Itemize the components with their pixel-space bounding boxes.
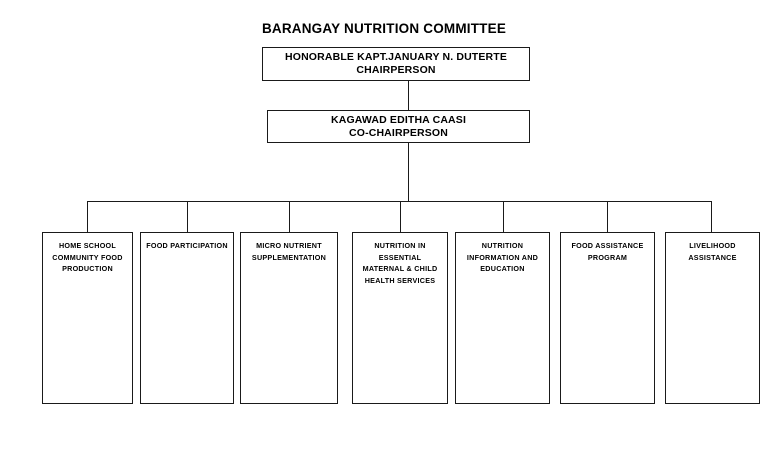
connector-drop-unit-4 — [503, 201, 505, 232]
page-title: BARANGAY NUTRITION COMMITTEE — [261, 21, 507, 36]
org-node-unit-label: NUTRITION INFORMATION AND EDUCATION — [466, 241, 539, 273]
connector-drop-unit-6 — [711, 201, 713, 232]
connector-drop-unit-3 — [400, 201, 402, 232]
org-node-livelihood-assistance: LIVELIHOOD ASSISTANCE — [665, 232, 760, 404]
connector-drop-unit-2 — [289, 201, 291, 232]
org-node-food-participation: FOOD PARTICIPATION — [140, 232, 234, 404]
connector-horizontal-bus — [87, 201, 712, 203]
org-node-unit-label: LIVELIHOOD ASSISTANCE — [688, 241, 737, 262]
org-node-chairperson: HONORABLE KAPT.JANUARY N. DUTERTE CHAIRP… — [262, 47, 530, 81]
org-node-unit-label: NUTRITION IN ESSENTIAL MATERNAL & CHILD … — [362, 241, 438, 285]
org-node-unit-label: HOME SCHOOL COMMUNITY FOOD PRODUCTION — [52, 241, 123, 273]
org-node-home-school-community-food-production: HOME SCHOOL COMMUNITY FOOD PRODUCTION — [42, 232, 133, 404]
connector-drop-unit-5 — [607, 201, 609, 232]
org-node-micro-nutrient-supplementation: MICRO NUTRIENT SUPPLEMENTATION — [240, 232, 338, 404]
connector-drop-unit-0 — [87, 201, 89, 232]
org-node-co-chairperson-label: KAGAWAD EDITHA CAASI CO-CHAIRPERSON — [330, 113, 467, 139]
org-node-unit-label: MICRO NUTRIENT SUPPLEMENTATION — [251, 241, 327, 262]
org-node-chairperson-label: HONORABLE KAPT.JANUARY N. DUTERTE CHAIRP… — [285, 51, 507, 76]
org-node-unit-label: FOOD ASSISTANCE PROGRAM — [571, 241, 644, 262]
connector-chairperson-to-co-chairperson — [408, 81, 410, 110]
org-node-nutrition-in-essential-maternal-child-health-services: NUTRITION IN ESSENTIAL MATERNAL & CHILD … — [352, 232, 448, 404]
org-node-co-chairperson: KAGAWAD EDITHA CAASI CO-CHAIRPERSON — [267, 110, 530, 143]
org-node-unit-label: FOOD PARTICIPATION — [146, 241, 228, 250]
org-node-nutrition-information-and-education: NUTRITION INFORMATION AND EDUCATION — [455, 232, 550, 404]
connector-drop-unit-1 — [187, 201, 189, 232]
org-node-food-assistance-program: FOOD ASSISTANCE PROGRAM — [560, 232, 655, 404]
connector-co-chairperson-to-bus — [408, 143, 410, 201]
